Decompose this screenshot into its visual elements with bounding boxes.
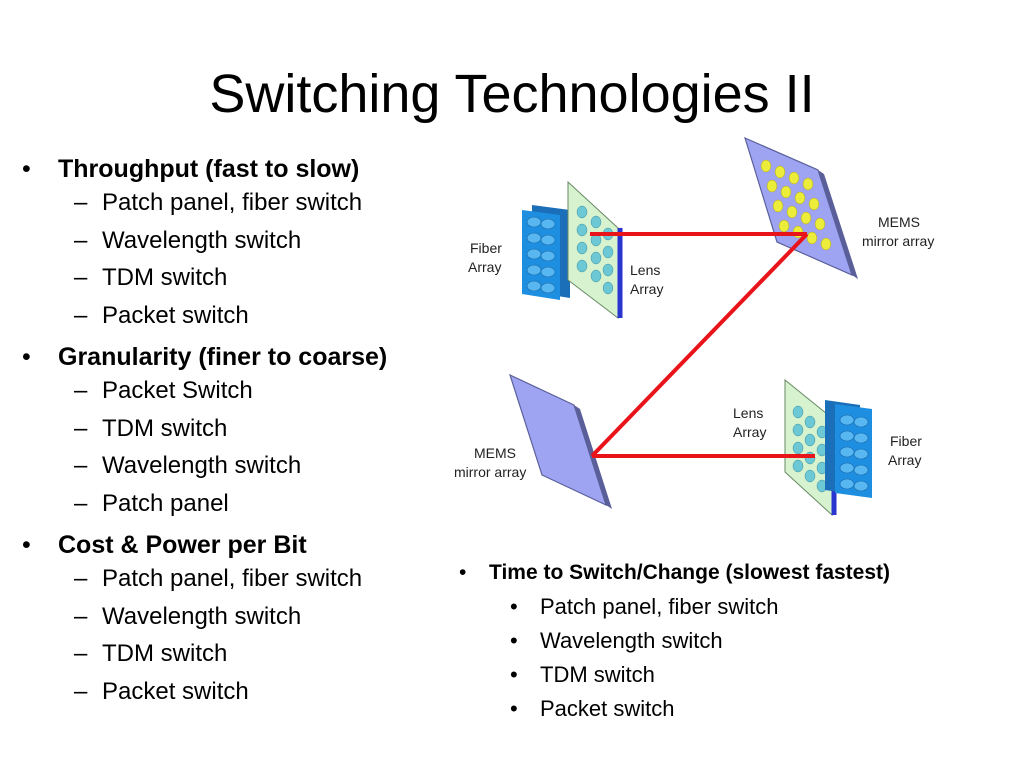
right-bullet-list: Time to Switch/Change (slowest fastest) … <box>455 556 1015 726</box>
mems-mirror-top <box>744 136 858 279</box>
label-mems-top-2: mirror array <box>862 233 934 249</box>
dash-marker: – <box>74 602 88 630</box>
label-fiber-array-bottom-2: Array <box>888 452 921 468</box>
lens-array-bottom <box>784 378 837 517</box>
list-item: –TDM switch <box>22 635 472 673</box>
group-throughput: Throughput (fast to slow) –Patch panel, … <box>22 154 472 334</box>
list-item: –Wavelength switch <box>22 222 472 260</box>
lens-array-top <box>567 180 623 320</box>
mems-mirror-bottom <box>509 373 612 509</box>
dash-marker: – <box>74 677 88 705</box>
group-granularity: Granularity (finer to coarse) –Packet Sw… <box>22 342 472 522</box>
label-mems-bottom-2: mirror array <box>454 464 526 480</box>
label-fiber-array-top-2: Array <box>468 259 501 275</box>
dash-marker: – <box>74 377 88 404</box>
label-mems-top: MEMS <box>878 214 920 230</box>
dash-marker: – <box>74 414 88 442</box>
dash-marker: – <box>74 565 88 592</box>
list-item: –Packet switch <box>22 673 472 711</box>
list-item: –TDM switch <box>22 259 472 297</box>
dash-marker: – <box>74 189 88 216</box>
list-item: Wavelength switch <box>455 624 1015 658</box>
heading-throughput: Throughput (fast to slow) <box>22 154 472 184</box>
light-beams <box>590 232 815 458</box>
heading-granularity: Granularity (finer to coarse) <box>22 342 472 372</box>
list-item: –Packet switch <box>22 297 472 335</box>
slide-title: Switching Technologies II <box>209 64 815 124</box>
list-item: Packet switch <box>455 692 1015 726</box>
label-lens-array-top-2: Array <box>630 281 663 297</box>
heading-cost-power: Cost & Power per Bit <box>22 530 472 560</box>
list-item: –Patch panel, fiber switch <box>22 184 472 222</box>
fiber-array-top <box>522 205 570 300</box>
list-item: –Patch panel, fiber switch <box>22 560 472 598</box>
heading-time-to-switch: Time to Switch/Change (slowest fastest) <box>455 556 1015 590</box>
mems-switch-diagram: Fiber Array Lens Array MEMS mirror array… <box>454 136 934 517</box>
list-item: TDM switch <box>455 658 1015 692</box>
dash-marker: – <box>74 301 88 329</box>
dash-marker: – <box>74 264 88 291</box>
label-lens-array-bottom: Lens <box>733 405 763 421</box>
label-lens-array-top: Lens <box>630 262 660 278</box>
list-item: –Packet Switch <box>22 372 472 410</box>
list-item: –Wavelength switch <box>22 598 472 636</box>
list-item: –Patch panel <box>22 485 472 523</box>
group-cost-power: Cost & Power per Bit –Patch panel, fiber… <box>22 530 472 710</box>
dash-marker: – <box>74 226 88 254</box>
label-mems-bottom: MEMS <box>474 445 516 461</box>
dash-marker: – <box>74 452 88 479</box>
left-bullet-list: Throughput (fast to slow) –Patch panel, … <box>22 146 472 710</box>
list-item: Patch panel, fiber switch <box>455 590 1015 624</box>
label-fiber-array-bottom: Fiber <box>890 433 922 449</box>
dash-marker: – <box>74 489 88 517</box>
label-fiber-array-top: Fiber <box>470 240 502 256</box>
dash-marker: – <box>74 640 88 667</box>
list-item: –TDM switch <box>22 410 472 448</box>
list-item: –Wavelength switch <box>22 447 472 485</box>
label-lens-array-bottom-2: Array <box>733 424 766 440</box>
fiber-array-bottom <box>825 400 872 498</box>
